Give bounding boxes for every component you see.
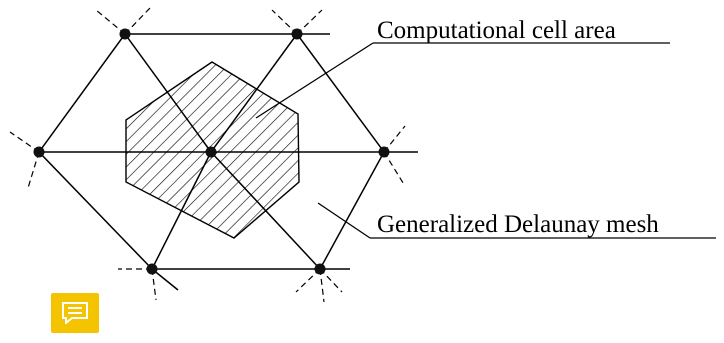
node-top-right (291, 28, 303, 40)
node-top-left (119, 28, 131, 40)
node-center (205, 146, 217, 158)
node-right (378, 146, 390, 158)
comment-icon (62, 302, 88, 324)
mesh-leader (317, 202, 371, 239)
dashed-stubs (9, 7, 406, 303)
node-bottom-right (314, 263, 326, 275)
node-bottom-left (146, 263, 158, 275)
mesh-nodes (33, 28, 390, 275)
edge-center-bottom-right (210, 151, 321, 270)
edge-center-top-left (124, 33, 212, 153)
cell-area-label: Computational cell area (377, 17, 616, 44)
cell-area-leader (255, 42, 374, 119)
node-left (33, 146, 45, 158)
mesh-label: Generalized Delaunay mesh (377, 211, 659, 238)
edge-bottom-tail (151, 268, 179, 291)
edge-center-top-right (210, 33, 298, 153)
edge-center-bottom-left (151, 151, 212, 270)
note-button[interactable] (51, 293, 99, 333)
